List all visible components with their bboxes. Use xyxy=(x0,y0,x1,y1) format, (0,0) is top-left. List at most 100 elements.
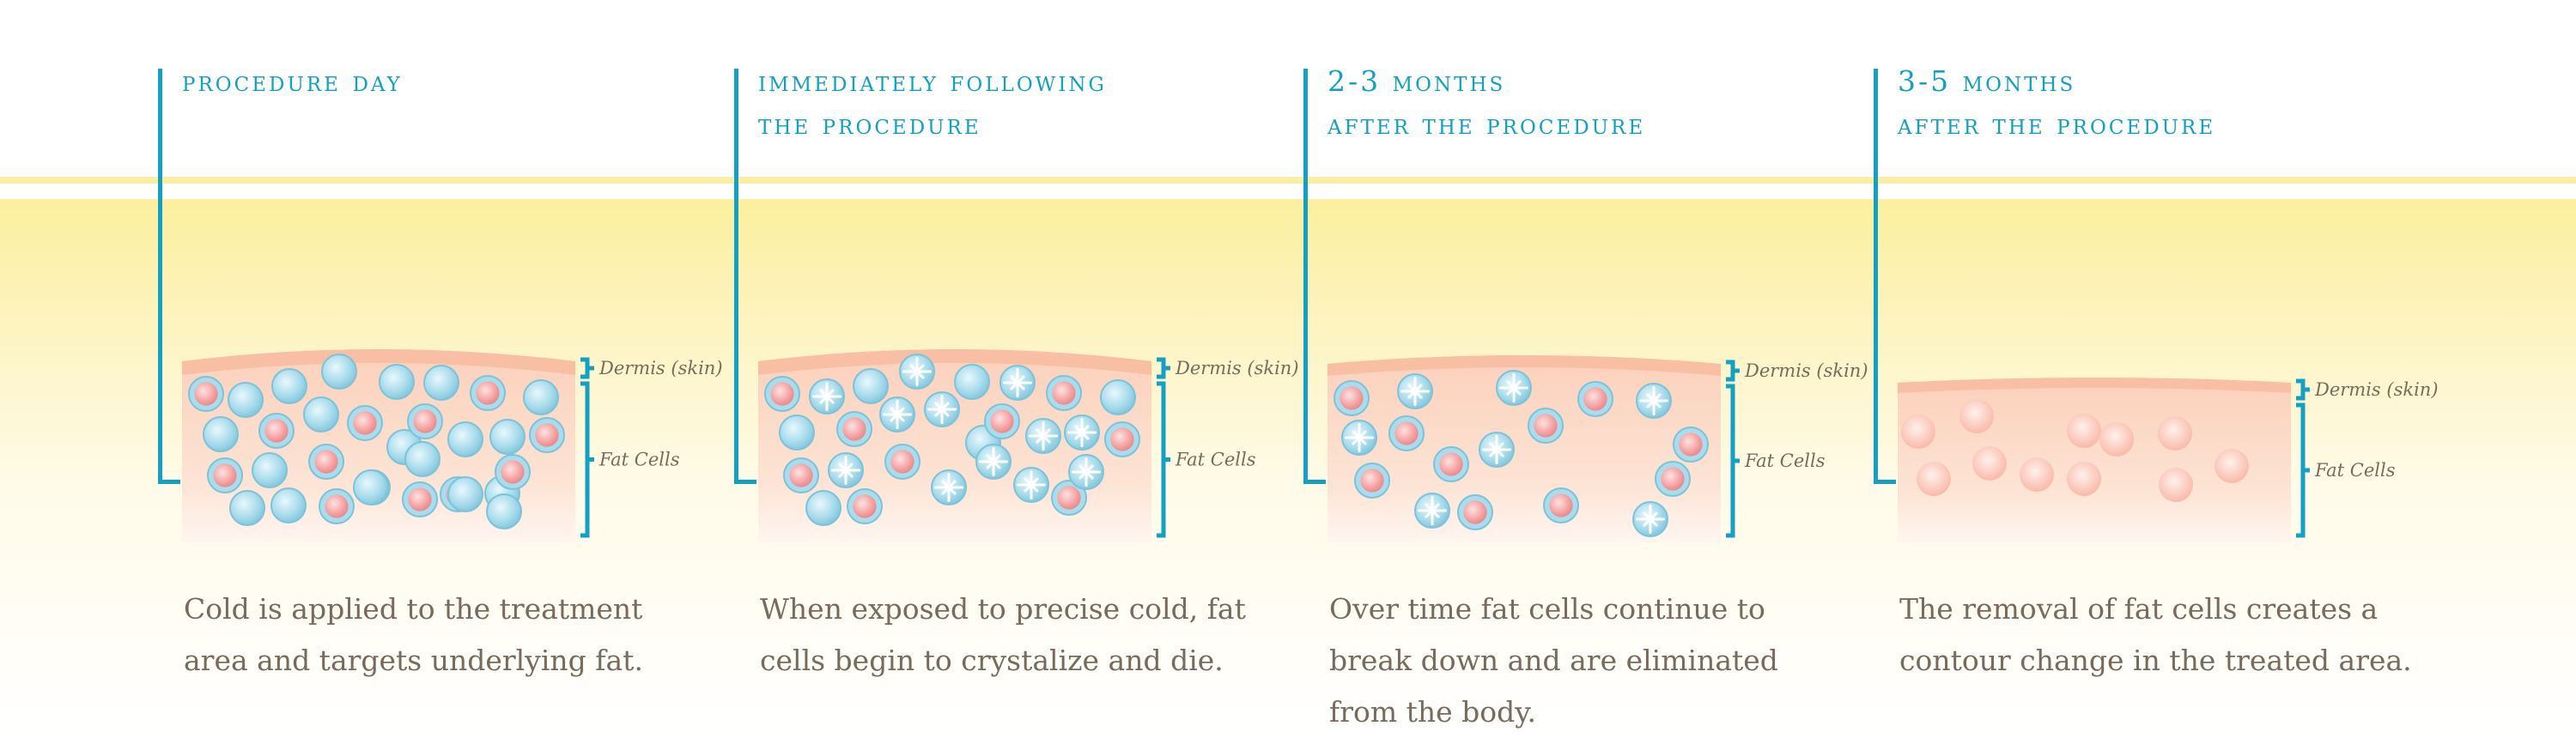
skin-surface-line xyxy=(0,177,2576,184)
cooled-fat-cell xyxy=(271,368,307,404)
fat-cell xyxy=(842,417,866,441)
stage-title: 2-3 Months After the Procedure xyxy=(1327,60,1877,146)
fat-cell xyxy=(1110,427,1134,451)
fat-tissue-illustration: Dermis (skin) Fat Cells xyxy=(1898,378,2439,542)
stage-title-line: Immediately Following xyxy=(758,64,1107,98)
fat-cells-bracket xyxy=(580,381,594,538)
fat-cells-label: Fat Cells xyxy=(598,450,680,470)
fat-cell xyxy=(314,450,338,474)
dermis-layer xyxy=(1327,355,1721,376)
ice-crystal-core xyxy=(841,466,850,475)
stage-marker-tick xyxy=(1303,480,1326,484)
description-line: Over time fat cells continue to xyxy=(1329,592,1765,626)
description-line: When exposed to precise cold, fat xyxy=(760,592,1246,626)
stage-procedure-day: Procedure Day Dermis (skin) Fat Cells Col… xyxy=(158,0,725,729)
ice-crystal-core xyxy=(1646,515,1655,523)
remaining-fat-cell xyxy=(1972,446,2007,481)
fat-cell xyxy=(1534,414,1558,438)
fat-cell xyxy=(535,423,559,447)
fat-cell xyxy=(353,411,377,435)
dermis-bracket xyxy=(2296,378,2310,401)
ice-crystal-core xyxy=(1649,396,1658,405)
stage-title: Procedure Day xyxy=(182,60,732,103)
description-line: area and targets underlying fat. xyxy=(184,644,643,677)
dermis-layer xyxy=(758,349,1151,375)
fat-cell xyxy=(413,409,437,433)
cooled-fat-cell xyxy=(303,396,339,433)
cooled-fat-cell xyxy=(229,490,265,526)
description-line: break down and are eliminated xyxy=(1329,644,1778,677)
fat-cell xyxy=(1057,486,1081,510)
ice-crystal-core xyxy=(1082,468,1091,476)
remaining-fat-cell xyxy=(2159,468,2193,502)
fat-cell xyxy=(789,463,813,487)
fat-cell xyxy=(1463,500,1487,524)
ice-crystal-core xyxy=(1510,384,1518,392)
remaining-fat-cell xyxy=(1917,462,1951,496)
fat-layer xyxy=(1898,378,2291,542)
cooled-fat-cell xyxy=(252,452,288,488)
stage-marker-line xyxy=(1303,69,1308,484)
dermis-bracket xyxy=(1726,360,1740,382)
remaining-fat-cell xyxy=(1959,399,1994,433)
dermis-label: Dermis (skin) xyxy=(1744,360,1868,381)
fat-cell xyxy=(890,450,914,474)
stage-description: Cold is applied to the treatment area an… xyxy=(184,584,699,687)
fat-cells-group xyxy=(1334,370,1709,537)
cooled-fat-cell xyxy=(489,419,526,455)
cooled-fat-cell xyxy=(853,368,889,404)
stage-title: Immediately Following the Procedure xyxy=(758,60,1308,146)
remaining-fat-cell xyxy=(2099,422,2134,457)
dermis-label: Dermis (skin) xyxy=(1175,358,1299,378)
fat-cells-bracket xyxy=(2296,402,2310,538)
fat-cells-group xyxy=(1901,399,2249,502)
fat-cell xyxy=(1360,469,1384,493)
dermis-layer xyxy=(1898,378,2291,393)
ice-crystal-core xyxy=(1039,432,1048,440)
stage-marker-line xyxy=(1874,69,1878,484)
fat-cell xyxy=(1340,386,1364,410)
fat-cell xyxy=(264,419,289,443)
fat-cells-label: Fat Cells xyxy=(1744,451,1826,471)
ice-crystal-core xyxy=(1411,387,1419,396)
dermis-label: Dermis (skin) xyxy=(2314,379,2439,400)
remaining-fat-cell xyxy=(1901,414,1935,449)
cooled-fat-cell xyxy=(270,487,307,523)
remaining-fat-cell xyxy=(2067,462,2101,496)
fat-cells-group xyxy=(764,354,1140,526)
cooled-fat-cell xyxy=(805,490,841,526)
cooled-fat-cell xyxy=(423,365,459,401)
stage-marker-tick xyxy=(1874,480,1896,484)
dermis-label: Dermis (skin) xyxy=(598,358,723,378)
remaining-fat-cell xyxy=(2215,449,2249,483)
fat-cells-group xyxy=(188,354,565,529)
ice-crystal-core xyxy=(1492,445,1501,454)
stage-2-3-months: 2-3 Months After the Procedure Dermis (s… xyxy=(1303,0,1870,729)
fat-cell xyxy=(853,494,877,518)
cooled-fat-cell xyxy=(486,493,522,529)
description-line: from the body. xyxy=(1329,695,1537,729)
stage-title-line: Procedure Day xyxy=(182,64,403,98)
ice-crystal-core xyxy=(1027,481,1036,489)
fat-cell xyxy=(1052,381,1076,405)
ice-crystal-core xyxy=(893,410,902,419)
description-line: contour change in the treated area. xyxy=(1899,644,2412,677)
fat-cell xyxy=(1661,467,1685,491)
fat-cells-bracket xyxy=(1157,381,1170,538)
cooled-fat-cell xyxy=(203,416,239,452)
fat-cells-label: Fat Cells xyxy=(2314,460,2396,481)
fat-cell xyxy=(990,409,1014,433)
fat-cells-label: Fat Cells xyxy=(1175,450,1256,470)
remaining-fat-cell xyxy=(2067,414,2101,448)
fat-cell xyxy=(194,382,218,406)
ice-crystal-core xyxy=(1078,428,1086,437)
fat-cell xyxy=(325,494,349,518)
stage-title-line: the Procedure xyxy=(758,107,981,141)
stage-description: The removal of fat cells creates a conto… xyxy=(1899,584,2415,687)
description-line: Cold is applied to the treatment xyxy=(184,592,643,626)
cooled-fat-cell xyxy=(379,364,415,400)
fat-cell xyxy=(1583,387,1607,411)
stage-title-line: 3-5 Months xyxy=(1898,64,2076,98)
description-line: The removal of fat cells creates a xyxy=(1899,592,2379,626)
dermis-bracket xyxy=(1157,357,1170,379)
